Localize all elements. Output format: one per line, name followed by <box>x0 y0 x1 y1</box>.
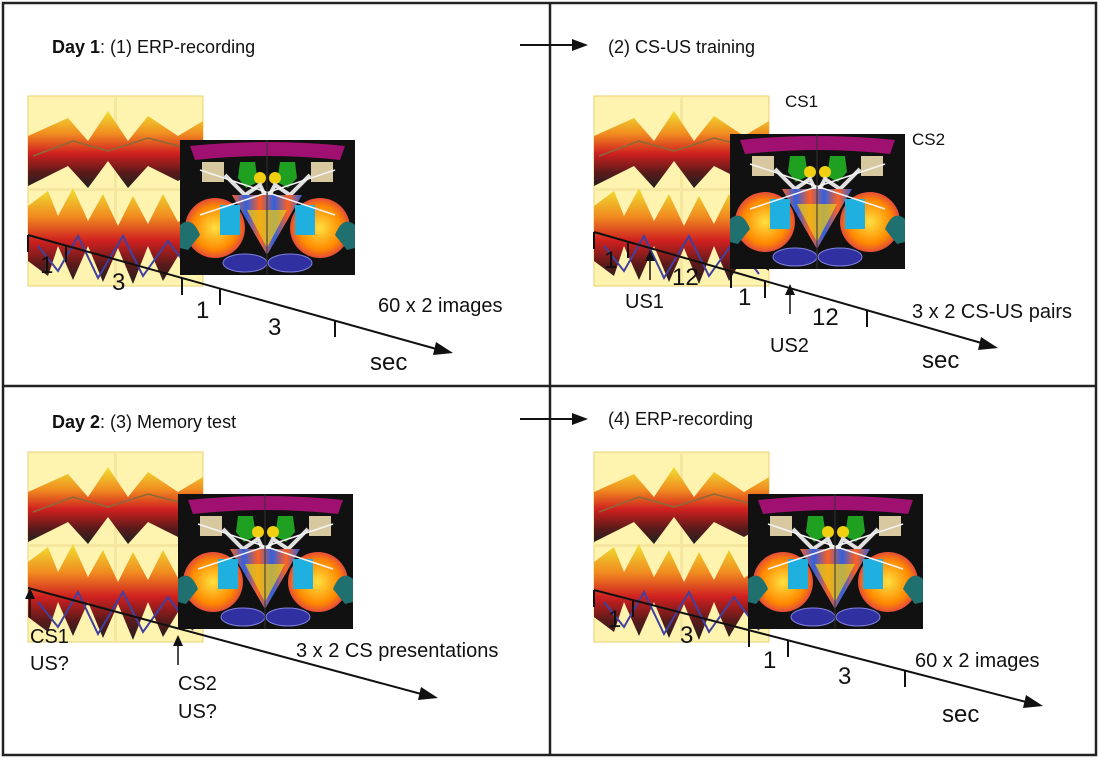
panel-4-heading: (4) ERP-recording <box>608 409 753 429</box>
cs1-label: CS1 <box>785 92 818 111</box>
cs-image-b <box>178 138 357 277</box>
panel-3-heading: Day 2: (3) Memory test <box>52 412 236 432</box>
cs2-image <box>176 492 355 631</box>
cs2-image <box>728 132 907 271</box>
tick-label: 1 <box>738 284 751 311</box>
presentation-count-label: 3 x 2 CS presentations <box>296 640 498 662</box>
image-count-label: 60 x 2 images <box>378 295 503 317</box>
cs1-image <box>27 451 204 643</box>
pair-count-label: 3 x 2 CS-US pairs <box>912 301 1072 323</box>
arrow-right-icon <box>520 413 588 425</box>
cs2-label: CS2 <box>178 673 217 695</box>
tick-label: 1 <box>604 247 617 274</box>
tick-label: 1 <box>196 297 209 324</box>
time-unit-label: sec <box>942 701 979 728</box>
panel-1-heading: Day 1: (1) ERP-recording <box>52 37 255 57</box>
us2-label: US2 <box>770 335 809 357</box>
tick-label: 3 <box>268 314 281 341</box>
tick-label: 12 <box>812 304 839 331</box>
time-arrow-icon <box>27 587 438 700</box>
arrow-up-icon <box>785 284 795 314</box>
tick-label: 3 <box>680 622 693 649</box>
arrow-right-icon <box>520 39 588 51</box>
panel-day2-memory-test: Day 2: (3) Memory test CS1 US? CS2 US? 3… <box>25 412 498 723</box>
time-unit-label: sec <box>922 347 959 374</box>
time-arrow-icon <box>593 589 1043 708</box>
cs-image-a <box>27 95 204 287</box>
us-question-label: US? <box>30 653 69 675</box>
image-count-label: 60 x 2 images <box>915 650 1040 672</box>
arrow-up-icon <box>645 250 655 280</box>
arrow-up-icon <box>25 588 35 618</box>
time-arrow-icon <box>27 234 453 355</box>
panel-erp-recording: (4) ERP-recording 1 3 1 3 60 x 2 images … <box>593 409 1043 728</box>
cs2-label: CS2 <box>912 130 945 149</box>
us1-label: US1 <box>625 291 664 313</box>
time-unit-label: sec <box>370 349 407 376</box>
us-question-label: US? <box>178 701 217 723</box>
panel-cs-us-training: (2) CS-US training CS1 CS2 1 12 1 12 US1… <box>593 37 1072 374</box>
tick-label: 3 <box>112 269 125 296</box>
tick-label: 1 <box>608 606 621 633</box>
tick-label: 12 <box>672 264 699 291</box>
tick-label: 3 <box>838 663 851 690</box>
panel-day1-erp-recording: Day 1: (1) ERP-recording 1 3 1 3 60 x 2 … <box>27 37 503 376</box>
tick-label: 1 <box>763 647 776 674</box>
panel-2-heading: (2) CS-US training <box>608 37 755 57</box>
tick-label: 1 <box>40 252 53 279</box>
cs1-label: CS1 <box>30 626 69 648</box>
cs-image-b <box>746 492 925 631</box>
arrow-up-icon <box>173 635 183 665</box>
